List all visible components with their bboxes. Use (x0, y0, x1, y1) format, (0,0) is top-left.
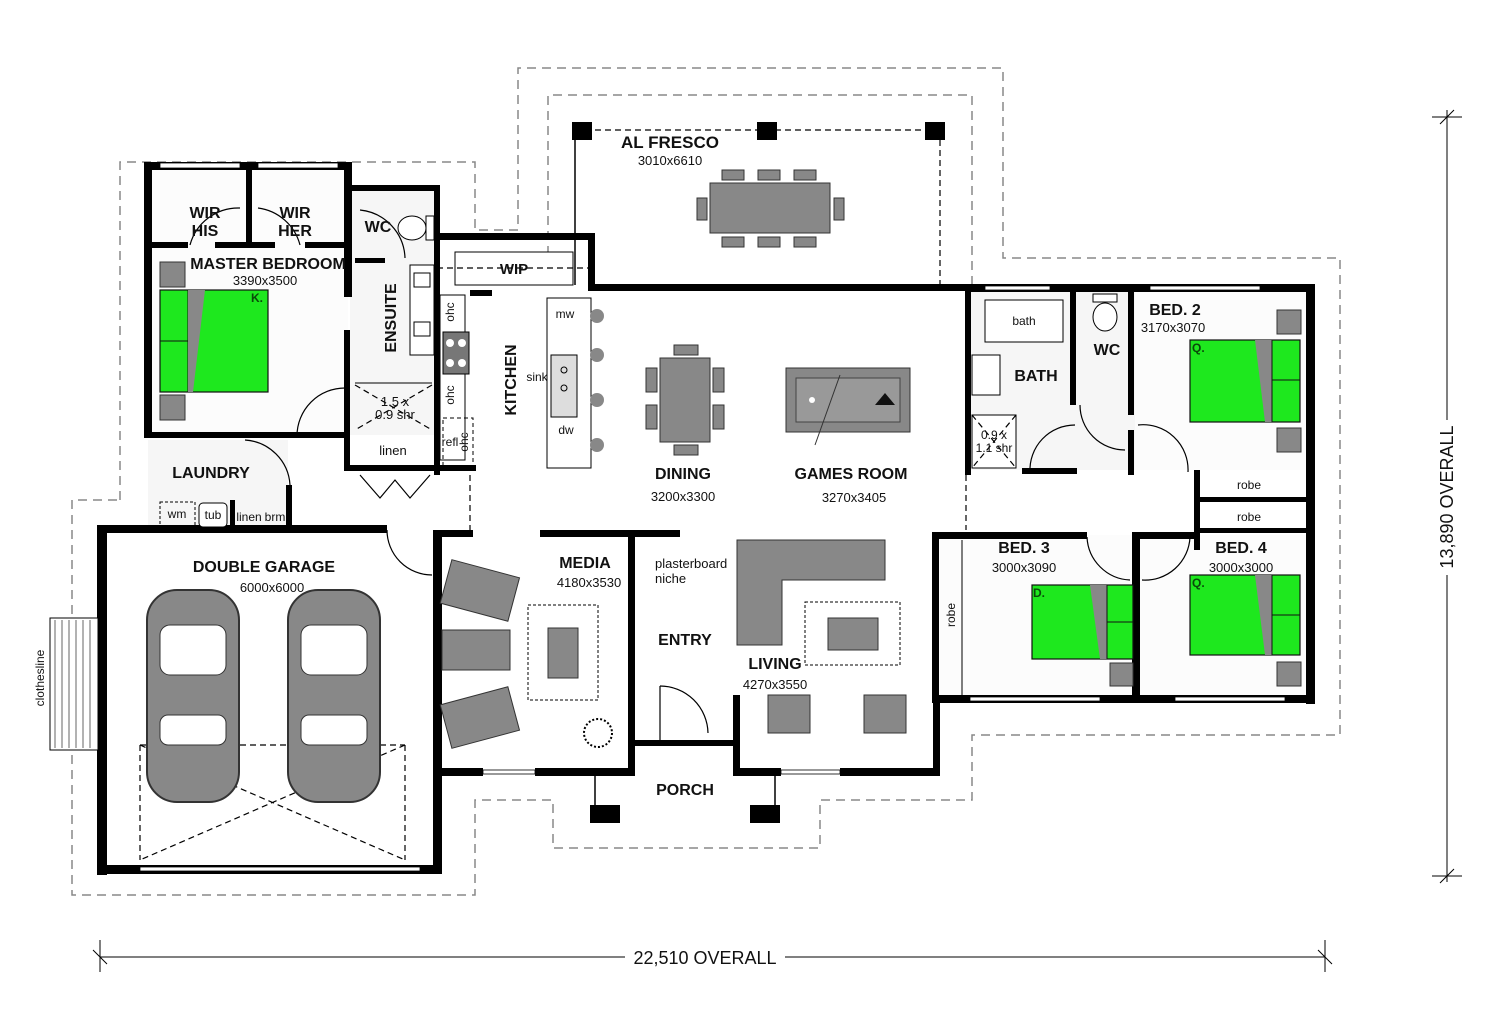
walls (97, 122, 1315, 875)
depth-dimension: 13,890 OVERALL (1432, 109, 1462, 884)
living-label: LIVING (748, 656, 801, 673)
niche-label: niche (655, 571, 686, 586)
bed-size-mark: Q. (1192, 576, 1205, 590)
bed3-bed: D. (961, 540, 1134, 695)
bathroom-fixtures (971, 293, 1118, 469)
niche-label: plasterboard (655, 556, 727, 571)
alfresco-label: AL FRESCO (621, 133, 719, 152)
ensuite-shower-label: 0.9 shr (375, 407, 415, 422)
bed4-size: 3000x3000 (1209, 560, 1273, 575)
room-labels: AL FRESCO 3010x6610 WIR HIS WIR HER WC M… (33, 133, 1273, 799)
clothesline (49, 617, 99, 751)
bath-shower-label: 0.9 x (981, 428, 1007, 442)
alfresco-table (696, 169, 845, 248)
bed3-label: BED. 3 (998, 540, 1050, 557)
fridge-label: refl (442, 435, 459, 449)
garage-size: 6000x6000 (240, 580, 304, 595)
eave-outline (71, 67, 1341, 896)
sink-label: sink (526, 370, 548, 384)
pool-table (785, 367, 911, 446)
laundry-fixtures (159, 501, 228, 529)
dining-size: 3200x3300 (651, 489, 715, 504)
ensuite-wc-label: WC (365, 219, 392, 236)
wc-label: WC (1094, 342, 1121, 359)
living-size: 4270x3550 (743, 677, 807, 692)
doors (189, 207, 1191, 740)
microwave-label: mw (556, 307, 575, 321)
bath-shower-label: 1.1 shr (976, 441, 1013, 455)
broom-label: brm (265, 510, 286, 524)
bathtub-label: bath (1012, 314, 1035, 328)
ohc-label: ohc (457, 432, 471, 451)
master-bedroom-label: MASTER BEDROOM (190, 256, 346, 273)
media-size: 4180x3530 (557, 575, 621, 590)
games-room-size: 3270x3405 (822, 490, 886, 505)
wir-his-label: HIS (192, 223, 219, 240)
porch-label: PORCH (656, 782, 714, 799)
ensuite-shower-label: 1.5 x (381, 394, 410, 409)
bed2-bed: Q. (1189, 309, 1302, 453)
robe-label: robe (944, 603, 958, 627)
kitchen-fixtures (437, 251, 604, 469)
bed3-size: 3000x3090 (992, 560, 1056, 575)
entry-label: ENTRY (658, 632, 712, 649)
bed2-label: BED. 2 (1149, 302, 1201, 319)
ohc-label: ohc (443, 385, 457, 404)
wir-her-label: WIR (279, 205, 311, 222)
bed-size-mark: D. (1033, 586, 1045, 600)
robe-label: robe (1237, 478, 1261, 492)
master-bedroom-size: 3390x3500 (233, 273, 297, 288)
garage-label: DOUBLE GARAGE (193, 559, 336, 576)
robe-label: robe (1237, 510, 1261, 524)
dining-label: DINING (655, 466, 711, 483)
clothesline-label: clothesline (33, 649, 47, 706)
alfresco-size: 3010x6610 (638, 153, 702, 168)
bed4-label: BED. 4 (1215, 540, 1267, 557)
garage-cars (139, 589, 406, 861)
laundry-linen-label: linen (236, 510, 261, 524)
depth-overall-label: 13,890 OVERALL (1437, 425, 1457, 568)
ensuite-label: ENSUITE (383, 283, 400, 353)
width-dimension: 22,510 OVERALL (92, 940, 1333, 972)
wir-his-label: WIR (189, 205, 221, 222)
wir-her-label: HER (278, 223, 312, 240)
media-furniture (439, 559, 613, 749)
bed4-bed: Q. (1189, 574, 1302, 687)
media-label: MEDIA (559, 555, 611, 572)
kitchen-label: KITCHEN (503, 344, 520, 415)
laundry-label: LAUNDRY (172, 465, 250, 482)
dishwasher-label: dw (558, 423, 574, 437)
ensuite-fixtures (354, 215, 435, 431)
ohc-label: ohc (443, 302, 457, 321)
games-room-label: GAMES ROOM (795, 466, 908, 483)
wip-label: WIP (500, 261, 528, 278)
master-bed: K. (159, 261, 269, 421)
bed-size-mark: Q. (1192, 341, 1205, 355)
linen-label: linen (379, 443, 406, 458)
bed2-size: 3170x3070 (1141, 320, 1205, 335)
washing-machine-label: wm (167, 507, 187, 521)
dining-table (645, 344, 725, 456)
living-furniture (736, 539, 907, 734)
bed-size-mark: K. (251, 291, 263, 305)
width-overall-label: 22,510 OVERALL (633, 948, 776, 968)
bath-label: BATH (1014, 368, 1057, 385)
tub-label: tub (205, 508, 222, 522)
